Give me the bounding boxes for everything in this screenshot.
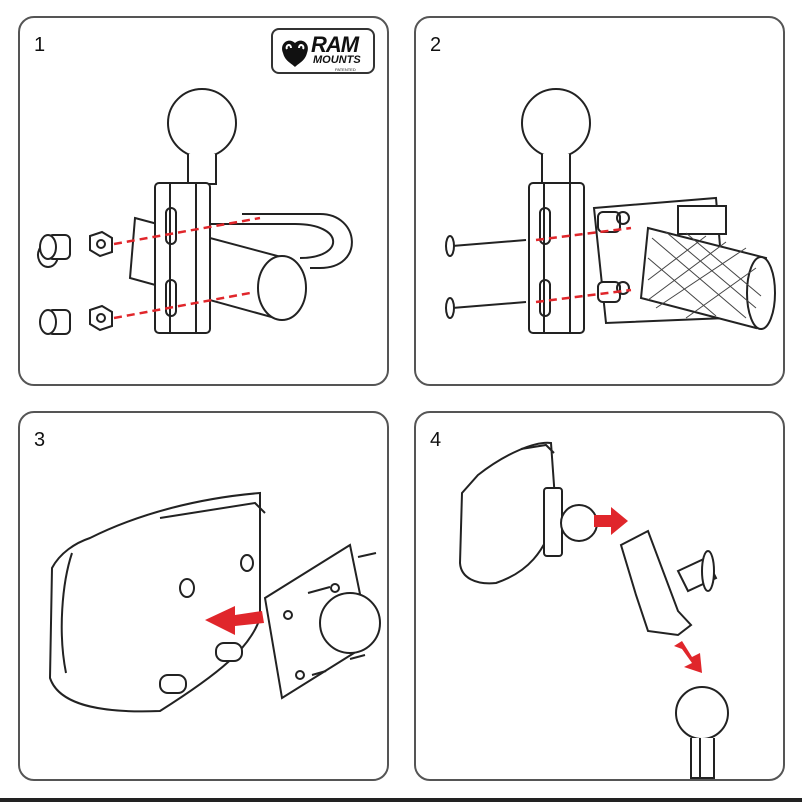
step-1-illustration [37, 88, 353, 335]
step-2-panel: 2 [414, 16, 785, 386]
step-number: 4 [430, 429, 442, 451]
logo-ram-text: RAM [311, 32, 359, 57]
step-1-panel: 1 RAM MOUNTS PATENTED [18, 16, 389, 386]
logo-patented-text: PATENTED [335, 67, 356, 72]
step-3-panel: 3 [18, 411, 389, 781]
ram-mounts-logo: RAM MOUNTS PATENTED [271, 28, 375, 74]
arrow-right-icon [594, 507, 628, 535]
step-3-illustration [48, 491, 381, 713]
step-number: 1 [34, 34, 46, 56]
step-4-illustration [458, 441, 729, 779]
arrow-left-icon [205, 606, 264, 635]
arm-body [154, 182, 211, 334]
step-number: 3 [34, 429, 46, 451]
bottom-rule [0, 798, 802, 802]
step-4-panel: 4 [414, 411, 785, 781]
ball-shape [167, 88, 237, 158]
arrow-down-icon [674, 641, 702, 673]
logo-mounts-text: MOUNTS [313, 54, 361, 66]
ram-head-icon [282, 40, 308, 67]
step-2-illustration [445, 88, 776, 334]
step-number: 2 [430, 34, 442, 56]
